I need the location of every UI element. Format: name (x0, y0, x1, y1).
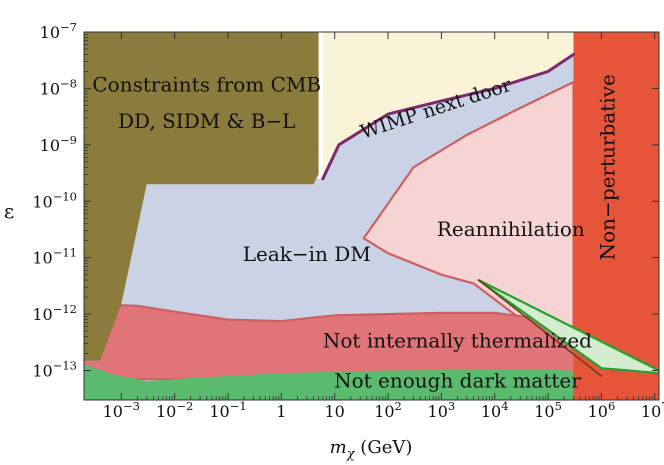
tick-label: 104 (481, 399, 509, 421)
plot-regions (84, 32, 659, 400)
region-not-enough-dark-matter (84, 364, 659, 400)
tick-label: 10−10 (32, 189, 77, 211)
tick-label: 1 (276, 402, 286, 421)
tick-label: 102 (374, 399, 402, 421)
label-constraints-from-cmb: Constraints from CMB (92, 73, 321, 97)
tick-label: 106 (588, 399, 616, 421)
tick-label: 10−2 (156, 399, 193, 421)
tick-label: 10−3 (103, 399, 140, 421)
y-axis-label: ε (4, 199, 14, 223)
tick-label: 10 (325, 402, 345, 421)
tick-label: 10−13 (32, 359, 77, 381)
region-constraints-from-cmb-dd-sidm-b-l (84, 32, 319, 361)
label-not-internally-thermalized: Not internally thermalized (323, 329, 592, 353)
label-reannihilation: Reannihilation (437, 217, 585, 241)
tick-label: 10−12 (32, 302, 77, 324)
tick-label: 10−8 (40, 76, 77, 98)
tick-label: 107 (641, 399, 664, 421)
tick-label: 10−7 (40, 20, 77, 42)
tick-label: 103 (428, 399, 456, 421)
region-wimp-next-door (322, 32, 574, 179)
axis-labels: mχ (GeV) ε (4, 199, 413, 462)
plot-curves (321, 53, 603, 377)
label-dd-sidm-b-l: DD, SIDM & B−L (118, 109, 295, 133)
label-not-enough-dark-matter: Not enough dark matter (334, 369, 581, 393)
curve-wimp-boundary (321, 53, 575, 181)
x-axis-label: mχ (GeV) (330, 437, 413, 462)
tick-label: 105 (534, 399, 562, 421)
curve-lower-diagonal (477, 279, 603, 377)
region-green-wedge (477, 279, 659, 375)
plot-frame (83, 31, 660, 401)
tick-label: 10−1 (209, 399, 246, 421)
label-leak-in-dm: Leak−in DM (243, 242, 371, 266)
region-non-perturbative (573, 32, 659, 400)
axis-ticks: 10−310−210−111010210310410510610710−710−… (32, 20, 664, 421)
tick-label: 10−11 (32, 246, 77, 268)
tick-label: 10−9 (40, 133, 77, 155)
label-non-perturbative: Non−perturbative (596, 74, 620, 260)
